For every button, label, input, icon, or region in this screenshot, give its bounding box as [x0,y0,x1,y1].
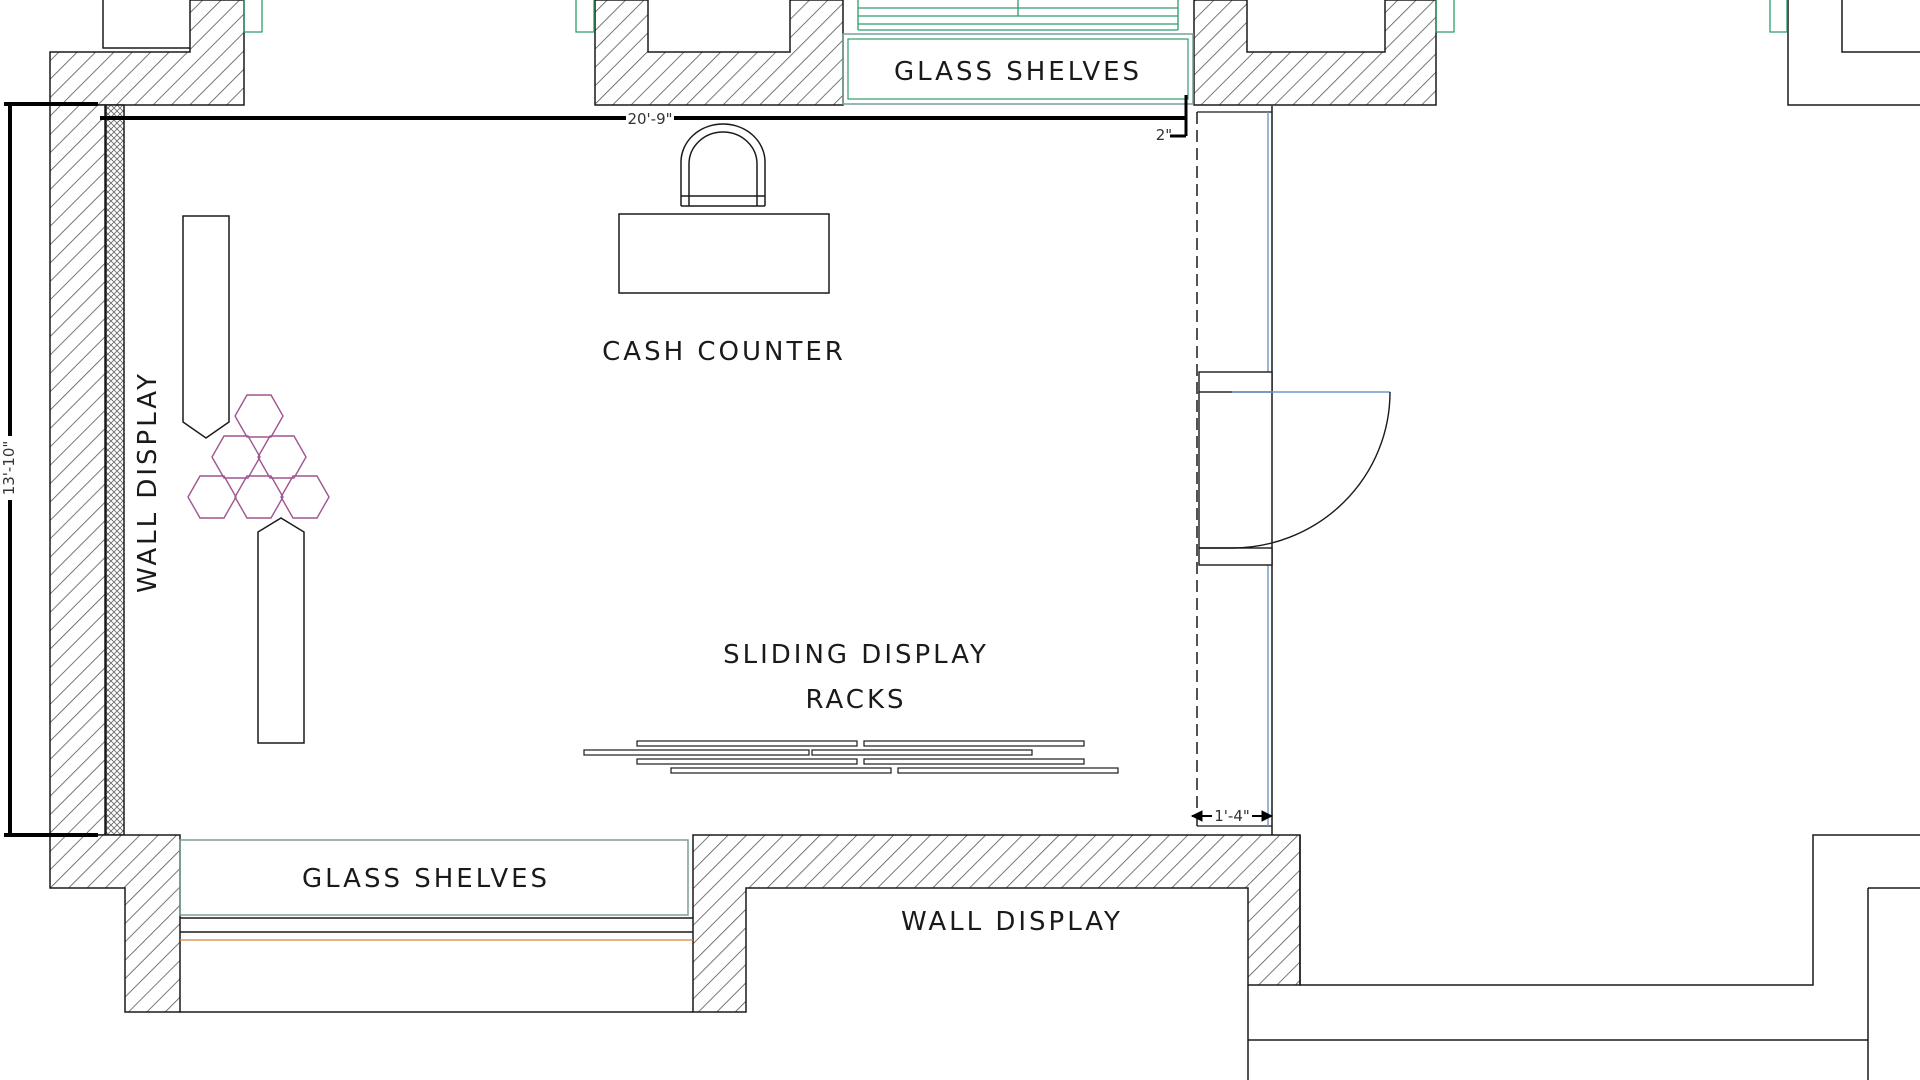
sliding-racks [583,740,1119,774]
label-sliding-racks-1: SLIDING DISPLAY [723,640,989,670]
label-sliding-racks-2: RACKS [805,685,906,715]
wall-left [49,104,106,836]
chair-icon [680,123,766,206]
dimension-lines [4,95,1274,837]
exterior-outlines [102,0,1920,1080]
left-display-units [182,215,305,744]
wall-top-left [49,0,245,106]
label-glass-shelves-top: GLASS SHELVES [894,57,1142,87]
dim-height: 13'-10" [0,441,18,496]
wall-bottom-left [49,834,181,1013]
walls [49,0,1437,1013]
dim-door-jamb: 1'-4" [1214,807,1250,825]
label-wall-display-left: WALL DISPLAY [133,371,163,593]
label-wall-display-bottom: WALL DISPLAY [901,907,1123,937]
cash-counter [618,123,830,294]
bottom-left-recess [180,917,693,1013]
glass-shelves-bottom: GLASS SHELVES [179,839,689,916]
label-cash-counter: CASH COUNTER [602,337,846,367]
wall-top-middle [594,0,844,106]
wall-left-lining [105,104,125,836]
dim-offset: 2" [1156,126,1172,144]
wall-top-right [1193,0,1437,106]
glass-shelves-top: GLASS SHELVES [842,0,1194,105]
counter-desk [618,213,830,294]
hexagon-shelves [187,394,330,519]
window-fragments [243,0,1788,33]
label-glass-shelves-bottom: GLASS SHELVES [302,864,550,894]
dim-width: 20'-9" [627,110,672,128]
entrance-door [1196,111,1391,828]
